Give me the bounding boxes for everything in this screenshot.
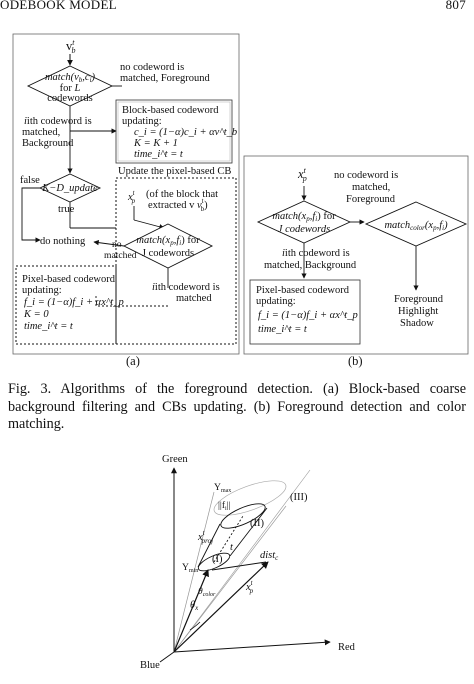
figure-3-caption: Fig. 3. Algorithms of the foreground det… [8,381,466,432]
output-highlight: Highlight [398,306,438,317]
update-pixel-cb-region [115,177,237,345]
theta-color-label: θcolor [198,586,216,598]
match-block-for: for L [60,83,81,94]
block-codeword-update-box [115,99,233,164]
pixel-update-box-a [15,265,117,345]
fi-norm-label: ||fi|| [218,500,231,512]
page-number: 807 [445,0,466,12]
update-pixel-cb-label: Update the pixel-based CB [118,166,231,177]
a-matched-foreground-text: matched, Foreground [120,73,211,84]
block-update-eq1: c_i = (1−α)c_i + αv^t_b [134,127,237,138]
true-label: true [58,204,75,215]
pixel-update-a-eq1: f_i = (1−α)f_i + αx^t_p [24,297,124,308]
no-matched-label: matched [104,250,137,261]
theta-label: θx [190,600,199,612]
output-foreground: Foreground [394,294,444,305]
running-header-title: ODEBOOK MODEL [0,0,117,12]
pixel-update-a-eq3: time_i^t = t [24,321,74,332]
panel-a-label: (a) [126,354,140,368]
ymax-label: Ymax [214,482,231,494]
pixel-update-b-eq2: time_i^t = t [258,324,308,335]
panel-b-frame [243,155,469,355]
pixel-update-b-eq1: f_i = (1−α)f_i + αx^t_p [258,310,358,321]
no-label: no [112,239,122,250]
match-pixel-b-line1: match(xp,fi) for [272,211,336,223]
region-ii: (II) [250,518,264,529]
a-no-codeword-text: no codeword is [120,62,184,73]
output-shadow: Shadow [400,318,434,329]
block-update-eq2: K = K + 1 [133,138,178,149]
block-update-title-2: updating: [122,116,162,127]
blue-axis-label: Blue [140,660,160,671]
cylinder-bottom [197,552,231,572]
match-block-label: match(vb,ci) [45,72,96,84]
red-axis [173,639,331,653]
match-block-codewords: codewords [47,93,93,104]
b-ith-codeword: iith codeword is [282,248,350,259]
decision-match-pixel-a [122,223,214,269]
block-update-title-1: Block-based codeword [122,105,219,116]
panel-b-label: (b) [348,354,363,368]
match-pixel-a-line1: match(xp,fi) for [136,235,200,247]
a-ith-codeword-1: iith codeword is [24,116,92,127]
k-d-update-label: K−D_update [41,183,98,194]
b-no-codeword: no codeword is [334,170,398,181]
a2-ith-codeword: iith codeword is [152,282,220,293]
region-i: (I) [212,554,223,565]
pixel-update-a-title-2: updating: [22,285,62,296]
pixel-update-box-b [249,279,361,345]
green-axis-label: Green [162,454,188,465]
dist-label: distc [260,550,279,562]
a-background: Background [22,138,74,149]
of-block-1: (of the block that [146,189,218,200]
red-axis-label: Red [338,642,356,653]
false-label: false [20,175,40,186]
match-color-label: matchcolor(xp,fi) [384,220,448,232]
match-pixel-a-line2: J codewords [142,248,194,259]
panel-a-frame [12,33,240,355]
match-pixel-b-line2: J codewords [278,224,330,235]
block-update-eq3: time_i^t = t [134,149,184,160]
region-iii: (III) [290,492,308,503]
a2-matched: matched [176,293,212,304]
t-label: t [230,542,234,553]
b-foreground: Foreground [346,194,396,205]
b-matched-background: matched, Background [264,260,357,271]
a-ith-matched: matched, [22,127,60,138]
figure-4-color-model: Green Red Blue Ymax ||fi|| (III) (II) xt… [140,454,356,671]
dist-line [211,561,267,571]
pixel-update-a-eq2: K = 0 [23,309,49,320]
decision-match-pixel-b [256,200,352,244]
b-matched: matched, [352,182,390,193]
pixel-update-a-title-1: Pixel-based codeword [22,274,116,285]
pixel-update-b-title-1: Pixel-based codeword [256,285,350,296]
pixel-update-b-title-2: updating: [256,296,296,307]
do-nothing-label: do nothing [40,236,86,247]
cylinder-top [220,503,266,529]
